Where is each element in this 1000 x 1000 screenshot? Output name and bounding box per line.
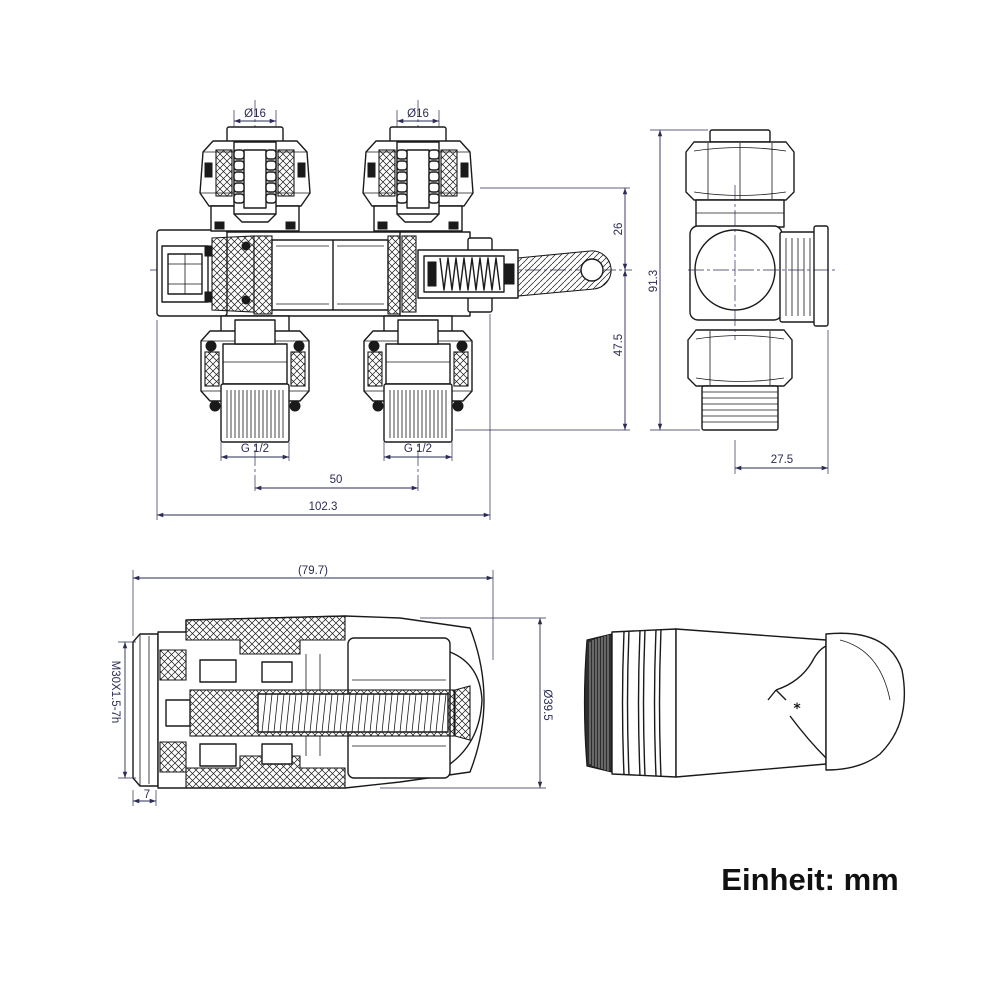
dimension-thread-left: G 1/2 [220, 442, 290, 461]
valve-body [156, 229, 612, 317]
overall-length-label: (79.7) [298, 565, 328, 577]
thread-spec-label: M30X1.5-7h [109, 661, 121, 724]
pipe-diameter-left-label: Ø16 [244, 108, 266, 120]
thread-left-label: G 1/2 [241, 443, 269, 455]
center-distance-label: 50 [330, 474, 343, 486]
lower-left-connector [200, 315, 310, 443]
thermostat-section-view: (79.7) Ø39.5 M30X1.5-7h 7 [109, 565, 553, 806]
dimension-height-upper: 26 [480, 187, 630, 270]
spring [439, 257, 501, 291]
thermostatic-insert [399, 231, 519, 317]
overall-height-label: 91.3 [648, 270, 660, 292]
setting-marker-symbol: * [793, 701, 801, 717]
ribbed-collar [611, 628, 677, 778]
knurled-ring [583, 633, 613, 773]
height-lower-label: 47.5 [613, 334, 625, 356]
thermostat-spindle [165, 689, 455, 737]
thread-length-label: 7 [144, 789, 150, 801]
dimension-overall-height: 91.3 [648, 129, 708, 431]
dimension-pipe-diameter-left: Ø16 [233, 108, 277, 127]
left-end-cap [156, 229, 228, 317]
side-centerlines [688, 185, 838, 340]
side-lower-nut [687, 329, 793, 387]
side-view: 91.3 27.5 [648, 129, 838, 474]
overall-width-label: 102.3 [309, 501, 338, 513]
side-body [689, 199, 785, 321]
upper-right-connector [362, 126, 474, 232]
thermostat-base-ring [132, 633, 159, 787]
dimension-outlet-offset: 27.5 [734, 330, 829, 474]
unit-note: Einheit: mm [721, 862, 898, 897]
side-thread-tail [701, 385, 779, 431]
outlet-offset-label: 27.5 [771, 454, 793, 466]
dimension-thread-spec: M30X1.5-7h [109, 641, 136, 779]
valve-handle [517, 250, 612, 297]
dimension-overall-width: 102.3 [156, 314, 491, 520]
front-view: Ø16 Ø16 G 1/2 G 1/2 50 102.3 [150, 100, 632, 520]
head-end-dome [825, 632, 906, 771]
dimension-overall-length: (79.7) [132, 565, 494, 660]
upper-left-connector [199, 126, 311, 232]
thread-right-label: G 1/2 [404, 443, 432, 455]
dimension-height-lower: 47.5 [455, 270, 630, 431]
side-outlet-fitting [779, 225, 829, 327]
dimension-center-distance: 50 [255, 474, 418, 491]
housing-diameter-label: Ø39.5 [541, 689, 553, 720]
height-upper-label: 26 [613, 223, 625, 236]
head-body: * [675, 628, 827, 778]
dimension-pipe-diameter-right: Ø16 [396, 108, 440, 127]
dimension-thread-right: G 1/2 [383, 442, 453, 461]
lower-right-connector [363, 315, 473, 443]
side-top-nut [685, 129, 795, 201]
dimension-thread-length: 7 [132, 789, 157, 806]
thermostat-head-view: * [583, 628, 906, 778]
dimension-housing-diameter: Ø39.5 [380, 617, 553, 789]
pipe-diameter-right-label: Ø16 [407, 108, 429, 120]
center-bore [253, 235, 403, 315]
